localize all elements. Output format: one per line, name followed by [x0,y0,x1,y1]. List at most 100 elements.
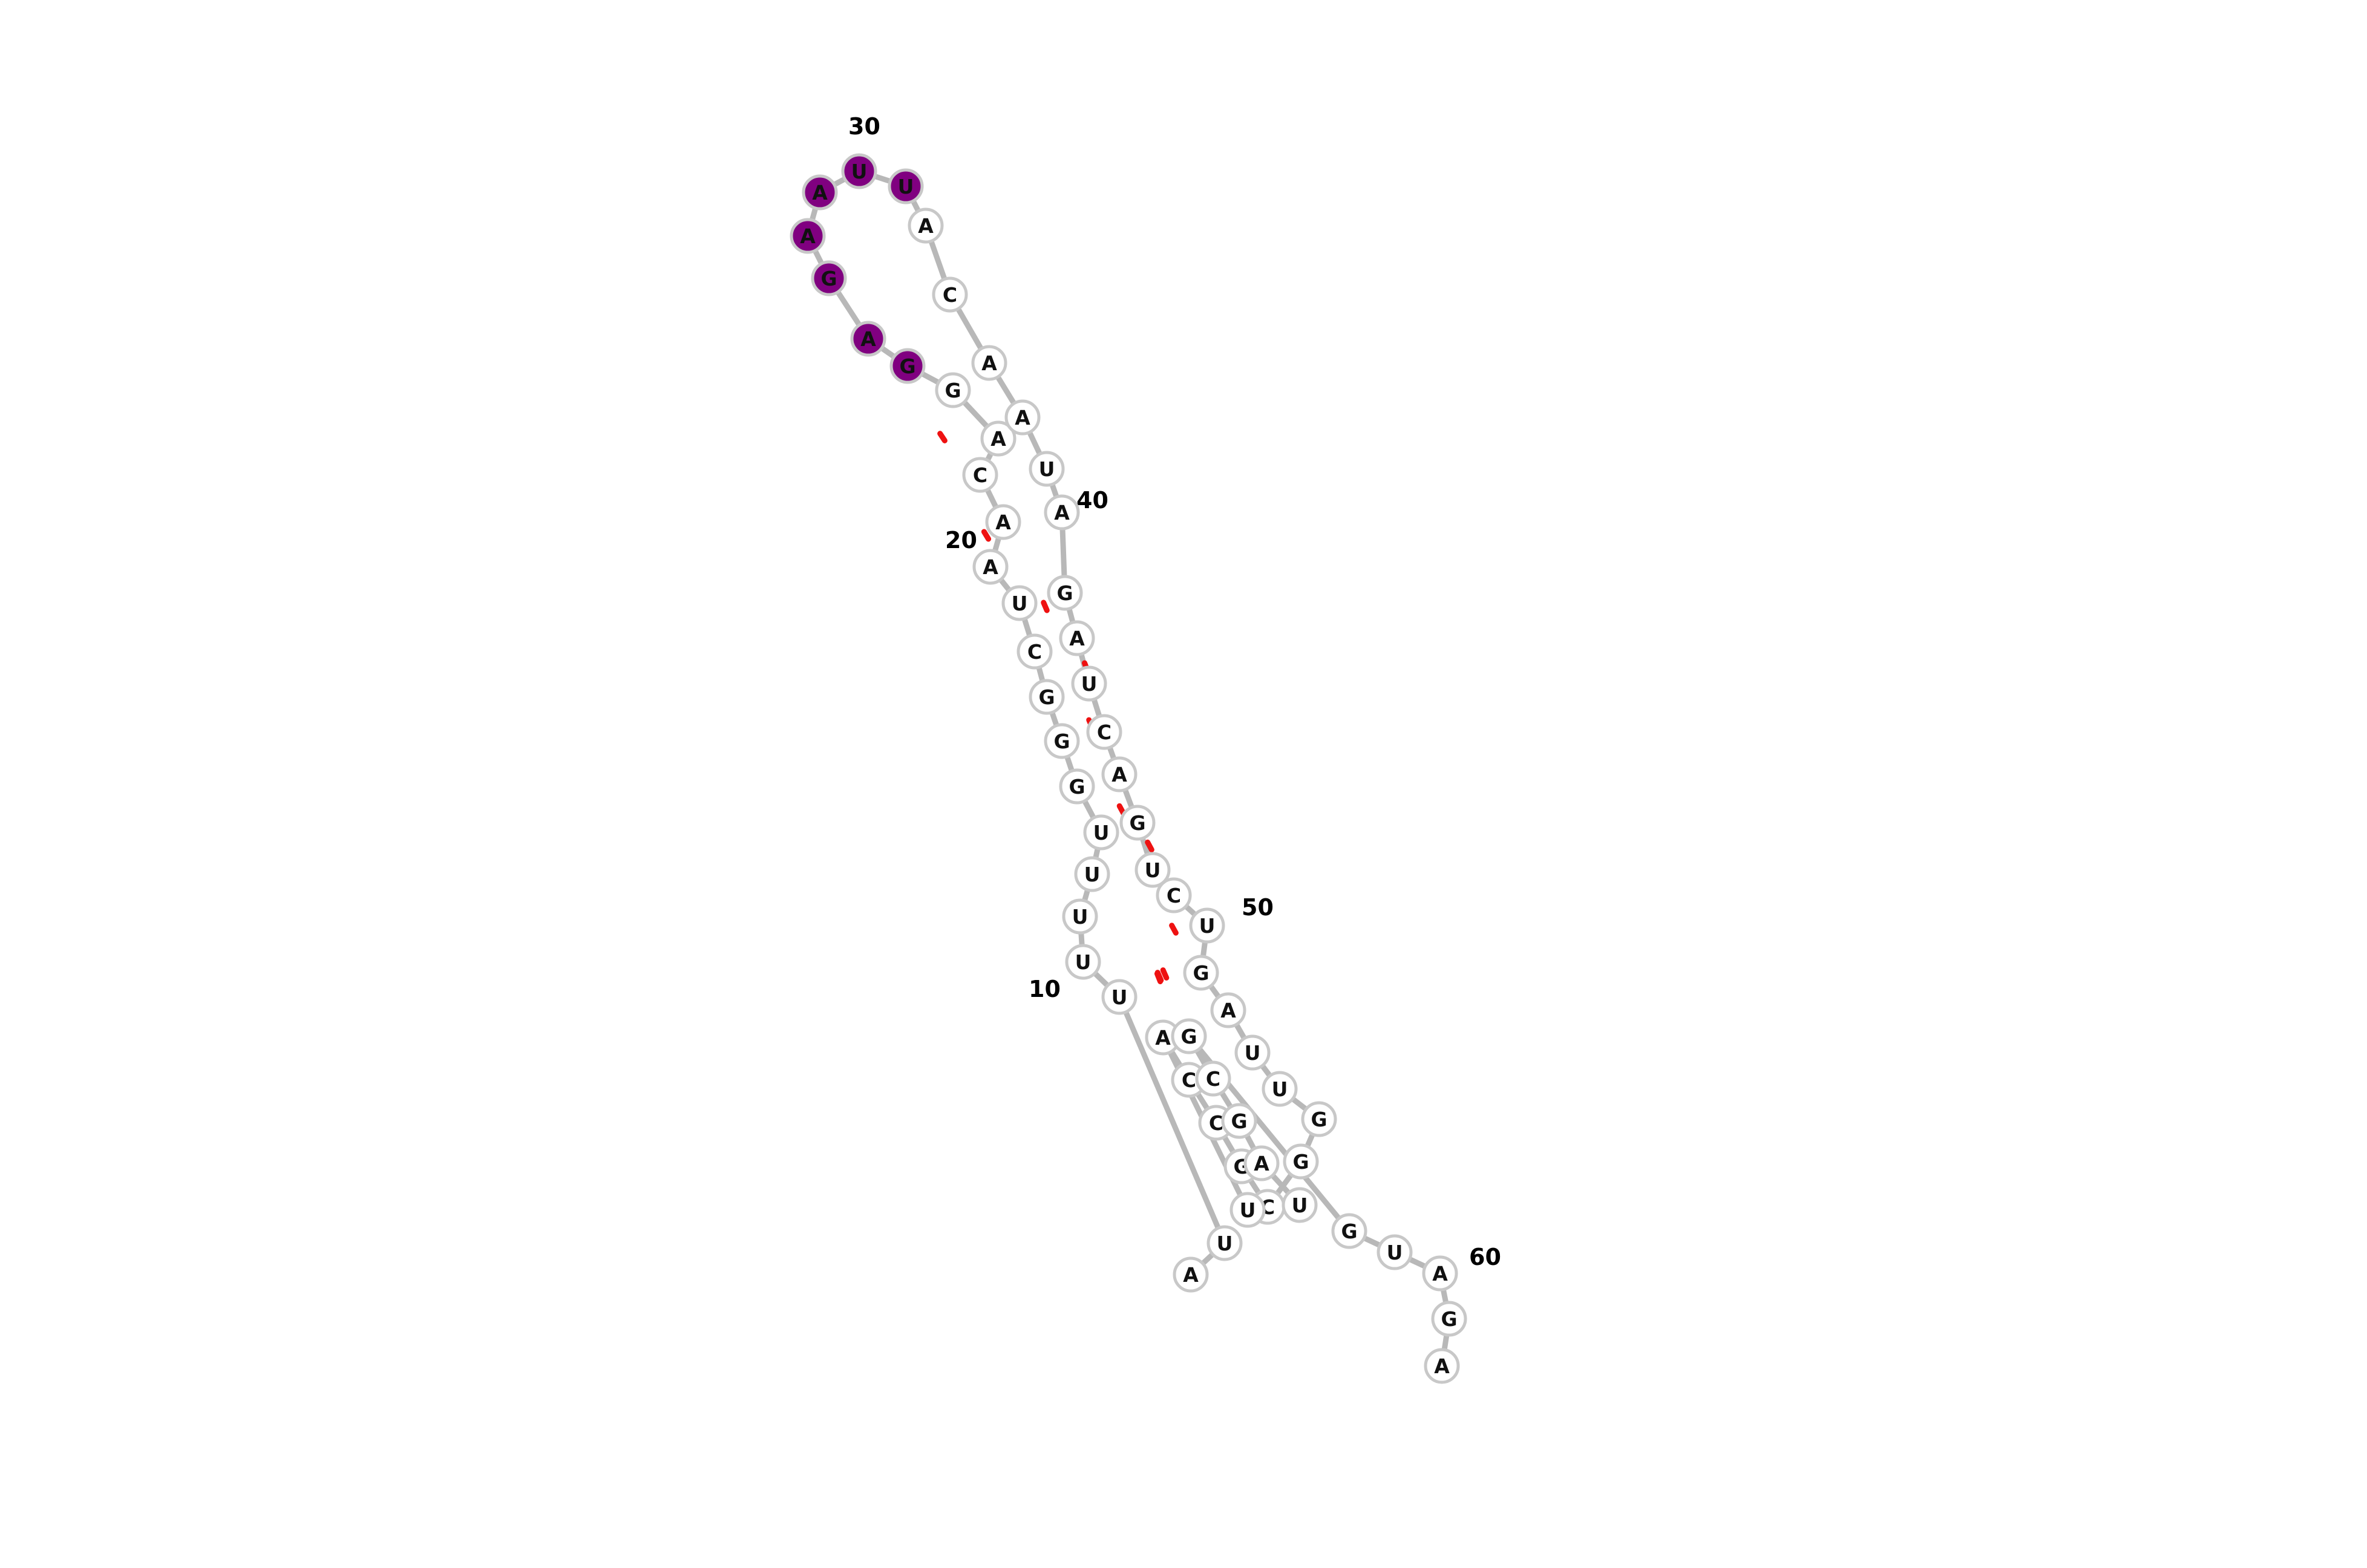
backbone-segment-2 [1116,994,1228,1246]
nucleotide-letter: C [1097,720,1111,744]
nucleotide-circle [1029,679,1065,715]
nucleotide-letter: U [1111,985,1128,1009]
nucleotide-25: A [908,207,944,244]
nucleotide-letter: G [1292,1150,1309,1174]
nucleotide-34: C [1086,714,1122,750]
nucleotide-circle [1004,399,1041,436]
nucleotide-circle-highlighted [811,260,847,296]
nucleotide-4: U [1065,944,1101,980]
nucleotide-circle-highlighted [790,218,826,254]
nucleotide-circle [1059,620,1095,656]
nucleotide-circle-highlighted [850,321,886,357]
position-label-50: 50 [1242,894,1274,921]
nucleotide-circle [1062,898,1098,935]
nucleotide-letter: U [898,175,914,198]
base-pair-link [1154,970,1164,983]
nucleotide-13: A [972,549,1009,585]
nucleotide-60: G [1431,1301,1467,1337]
nucleotide-circle [1301,1101,1337,1137]
nucleotide-circle [932,276,968,313]
nucleotide-letter: C [1027,640,1042,664]
nucleotide-circle [1377,1234,1413,1270]
nucleotide-circle [1262,1071,1298,1107]
nucleotide-letter: G [1193,961,1209,985]
nucleotide-circle [1195,1060,1231,1097]
nucleotide-27: A [971,345,1007,381]
nucleotide-15: C [962,457,998,493]
nucleotide-letter: A [1220,999,1236,1022]
nucleotide-10: G [1029,679,1065,715]
nucleotide-circle [1134,852,1171,888]
nucleotide-53: A [1243,1145,1280,1181]
nucleotide-circle [1283,1143,1319,1180]
nucleotide-circle-highlighted [889,348,926,384]
nucleotide-44: G [1301,1101,1337,1137]
nucleotide-letter: U [1292,1194,1308,1217]
nucleotide-55: C [1195,1060,1231,1097]
nucleotide-letter: G [899,354,915,378]
nucleotide-letter: G [1038,685,1055,709]
nucleotide-circle [972,549,1009,585]
nucleotide-16: A [980,420,1017,457]
nucleotide-22: A [802,174,838,211]
nucleotide-letter: G [1311,1108,1327,1131]
nucleotide-letter: G [1069,775,1085,799]
nucleotide-letter: A [990,427,1006,451]
nucleotide-31: G [1047,575,1083,611]
position-label-20: 20 [945,527,977,554]
nucleotide-21: A [790,218,826,254]
nucleotide-11: C [1017,633,1053,670]
nucleotides: AUUUUUUGGGCUAACAGGAGAAUUACAAUAGAUCAGUCUG… [790,153,1467,1384]
nucleotide-circle [1183,955,1219,991]
nucleotide-letter: A [995,511,1011,534]
nucleotide-circle [1101,979,1138,1015]
nucleotide-circle [1171,1018,1207,1054]
nucleotide-circle [980,420,1017,457]
nucleotide-61: A [1424,1348,1460,1384]
nucleotide-letter: A [1434,1354,1450,1378]
position-label-40: 40 [1076,487,1108,514]
nucleotide-circle [1221,1103,1257,1139]
nucleotide-58: U [1377,1234,1413,1270]
nucleotide-18: G [889,348,926,384]
nucleotide-5: U [1062,898,1098,935]
nucleotide-circle [1086,714,1122,750]
nucleotide-circle [1101,756,1138,792]
nucleotide-33: U [1071,665,1107,702]
nucleotide-letter: A [1069,627,1085,650]
nucleotide-circle [1189,907,1225,944]
nucleotide-letter: U [1012,592,1028,615]
nucleotide-letter: A [860,327,876,351]
nucleotide-17: G [935,372,971,408]
nucleotide-14: A [985,504,1021,540]
nucleotide-letter: A [1432,1262,1448,1285]
position-labels: 10 20 30 40 50 60 [848,113,1501,1270]
nucleotide-circle [1001,585,1038,621]
nucleotide-57: G [1331,1213,1367,1249]
nucleotide-letter: U [1245,1041,1261,1065]
nucleotide-circle [1119,805,1156,841]
nucleotide-circle [1059,768,1095,805]
nucleotide-letter: G [1180,1025,1197,1048]
nucleotide-24: U [888,168,924,204]
nucleotide-6: U [1074,856,1110,892]
nucleotide-circle [1431,1301,1467,1337]
nucleotide-letter: G [1231,1109,1247,1133]
position-label-10: 10 [1029,976,1061,1002]
nucleotide-circle [1065,944,1101,980]
nucleotide-circle [1071,665,1107,702]
nucleotide-3: U [1101,979,1138,1015]
nucleotide-circle [1422,1255,1458,1292]
nucleotide-circle [1029,451,1065,487]
base-pair-link [981,529,992,542]
nucleotide-letter: A [983,555,998,579]
nucleotide-letter: U [1075,950,1092,974]
nucleotide-circle [962,457,998,493]
nucleotide-56: G [1171,1018,1207,1054]
nucleotide-circle [1083,814,1119,851]
nucleotide-circle [1017,633,1053,670]
nucleotide-letter: A [812,181,828,204]
nucleotide-letter: C [1206,1067,1220,1091]
nucleotide-54: G [1221,1103,1257,1139]
nucleotide-52: U [1282,1187,1318,1223]
